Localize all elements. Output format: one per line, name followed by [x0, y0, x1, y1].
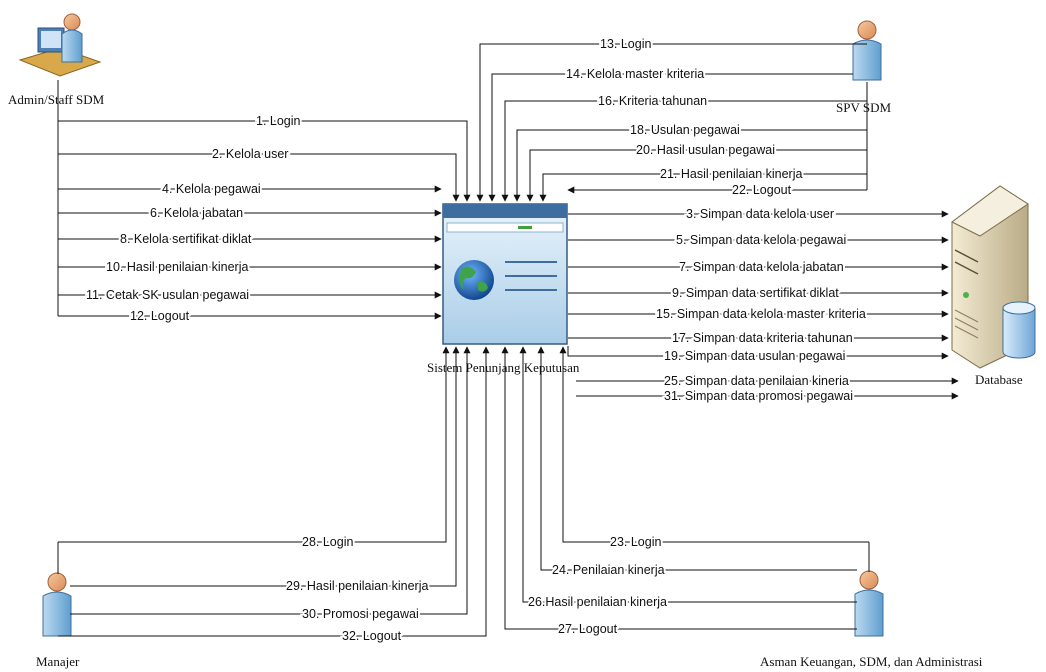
manajer-flow-labels: 28. Login 29. Hasil penilaian kinerja 30… [286, 535, 428, 643]
database-server-icon [952, 186, 1035, 368]
flow-30-arrow [70, 347, 467, 614]
flow-label: 28. Login [302, 535, 353, 549]
flow-label: 21. Hasil penilaian kinerja [660, 167, 802, 181]
flow-label: 1. Login [256, 114, 301, 128]
flow-label: 12. Logout [130, 309, 190, 323]
flow-label: 14. Kelola master kriteria [566, 67, 704, 81]
flow-label: 15. Simpan data kelola master kriteria [656, 307, 866, 321]
flow-label: 10. Hasil penilaian kinerja [106, 260, 248, 274]
flow-label: 7. Simpan data kelola jabatan [679, 260, 844, 274]
flow-29-arrow [70, 347, 456, 586]
asman-actor-label: Asman Keuangan, SDM, dan Administrasi [760, 654, 983, 669]
flow-label: 2. Kelola user [212, 147, 288, 161]
spv-actor-label: SPV SDM [836, 100, 891, 115]
flow-label: 26.Hasil penilaian kinerja [528, 595, 667, 609]
flow-label: 16. Kriteria tahunan [598, 94, 707, 108]
asman-actor-icon [855, 571, 883, 636]
admin-flow-labels: 1. Login 2. Kelola user 4. Kelola pegawa… [86, 114, 301, 323]
flow-label: 13. Login [600, 37, 651, 51]
flow-label: 3. Simpan data kelola user [686, 207, 834, 221]
flow-label: 29. Hasil penilaian kinerja [286, 579, 428, 593]
flow-label: 17. Simpan data kriteria tahunan [672, 331, 853, 345]
database-label: Database [975, 372, 1023, 387]
flow-label: 8. Kelola sertifikat diklat [120, 232, 252, 246]
system-label: Sistem Penunjang Keputusan [427, 360, 580, 375]
flow-28-arrow [58, 347, 446, 542]
flow-label: 19. Simpan data usulan pegawai [664, 349, 845, 363]
spv-actor-icon [853, 21, 881, 80]
manajer-actor-icon [43, 573, 71, 636]
spv-flow-labels: 13. Login 14. Kelola master kriteria 16.… [566, 37, 802, 197]
flow-label: 30. Promosi pegawai [302, 607, 419, 621]
flow-label: 27. Logout [558, 622, 618, 636]
flow-label: 31. Simpan data promosi pegawai [664, 389, 853, 403]
flow-label: 4. Kelola pegawai [162, 182, 261, 196]
flow-label: 22. Logout [732, 183, 792, 197]
asman-flow-labels: 23. Login 24. Penilaian kinerja 26.Hasil… [528, 535, 667, 636]
system-window-icon [443, 204, 567, 344]
flow-label: 23. Login [610, 535, 661, 549]
admin-actor-label: Admin/Staff SDM [8, 92, 105, 107]
flow-label: 5. Simpan data kelola pegawai [676, 233, 846, 247]
manajer-actor-label: Manajer [36, 654, 80, 669]
admin-actor-icon [20, 14, 100, 76]
flow-label: 11. Cetak SK usulan pegawai [86, 288, 249, 302]
flow-label: 9. Simpan data sertifikat diklat [672, 286, 839, 300]
database-flow-labels: 3. Simpan data kelola user 5. Simpan dat… [656, 207, 866, 403]
flow-label: 20. Hasil usulan pegawai [636, 143, 775, 157]
flow-label: 32. Logout [342, 629, 402, 643]
flow-label: 6. Kelola jabatan [150, 206, 243, 220]
flow-label: 25. Simpan data penilaian kineria [664, 374, 849, 388]
flow-label: 24. Penilaian kinerja [552, 563, 665, 577]
flow-label: 18. Usulan pegawai [630, 123, 740, 137]
